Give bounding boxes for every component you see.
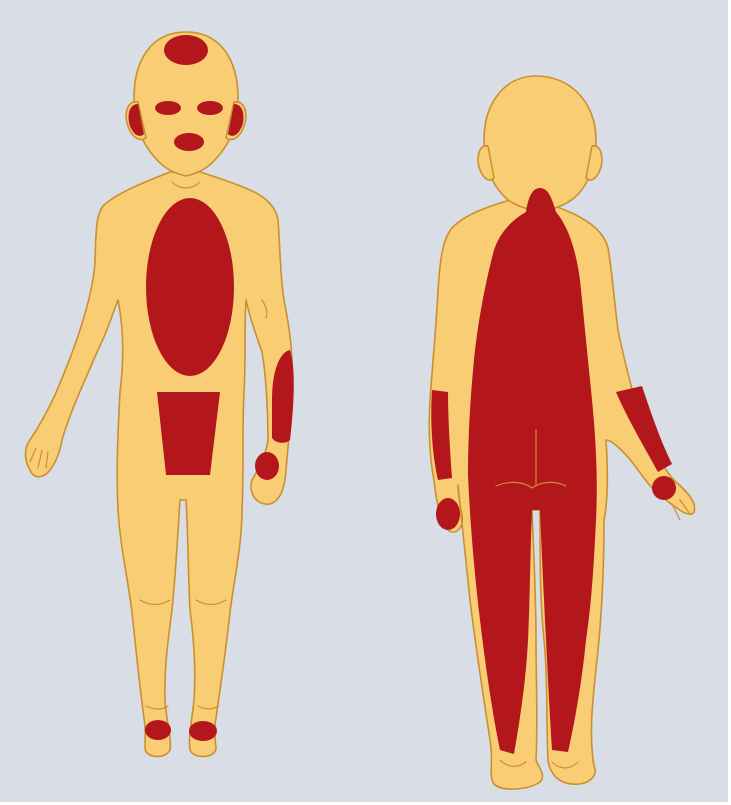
front-right-eye-patch <box>197 101 223 115</box>
front-right-foot-patch <box>189 721 217 741</box>
front-chest-abdomen-patch <box>146 198 234 376</box>
back-left-hand-patch <box>436 498 460 530</box>
front-mouth-patch <box>174 133 204 151</box>
front-right-hand-patch <box>255 452 279 480</box>
front-crown-patch <box>164 35 208 65</box>
front-left-eye-patch <box>155 101 181 115</box>
front-left-foot-patch <box>145 720 171 740</box>
front-pelvis-patch <box>157 392 220 475</box>
back-right-hand-patch <box>652 476 676 500</box>
